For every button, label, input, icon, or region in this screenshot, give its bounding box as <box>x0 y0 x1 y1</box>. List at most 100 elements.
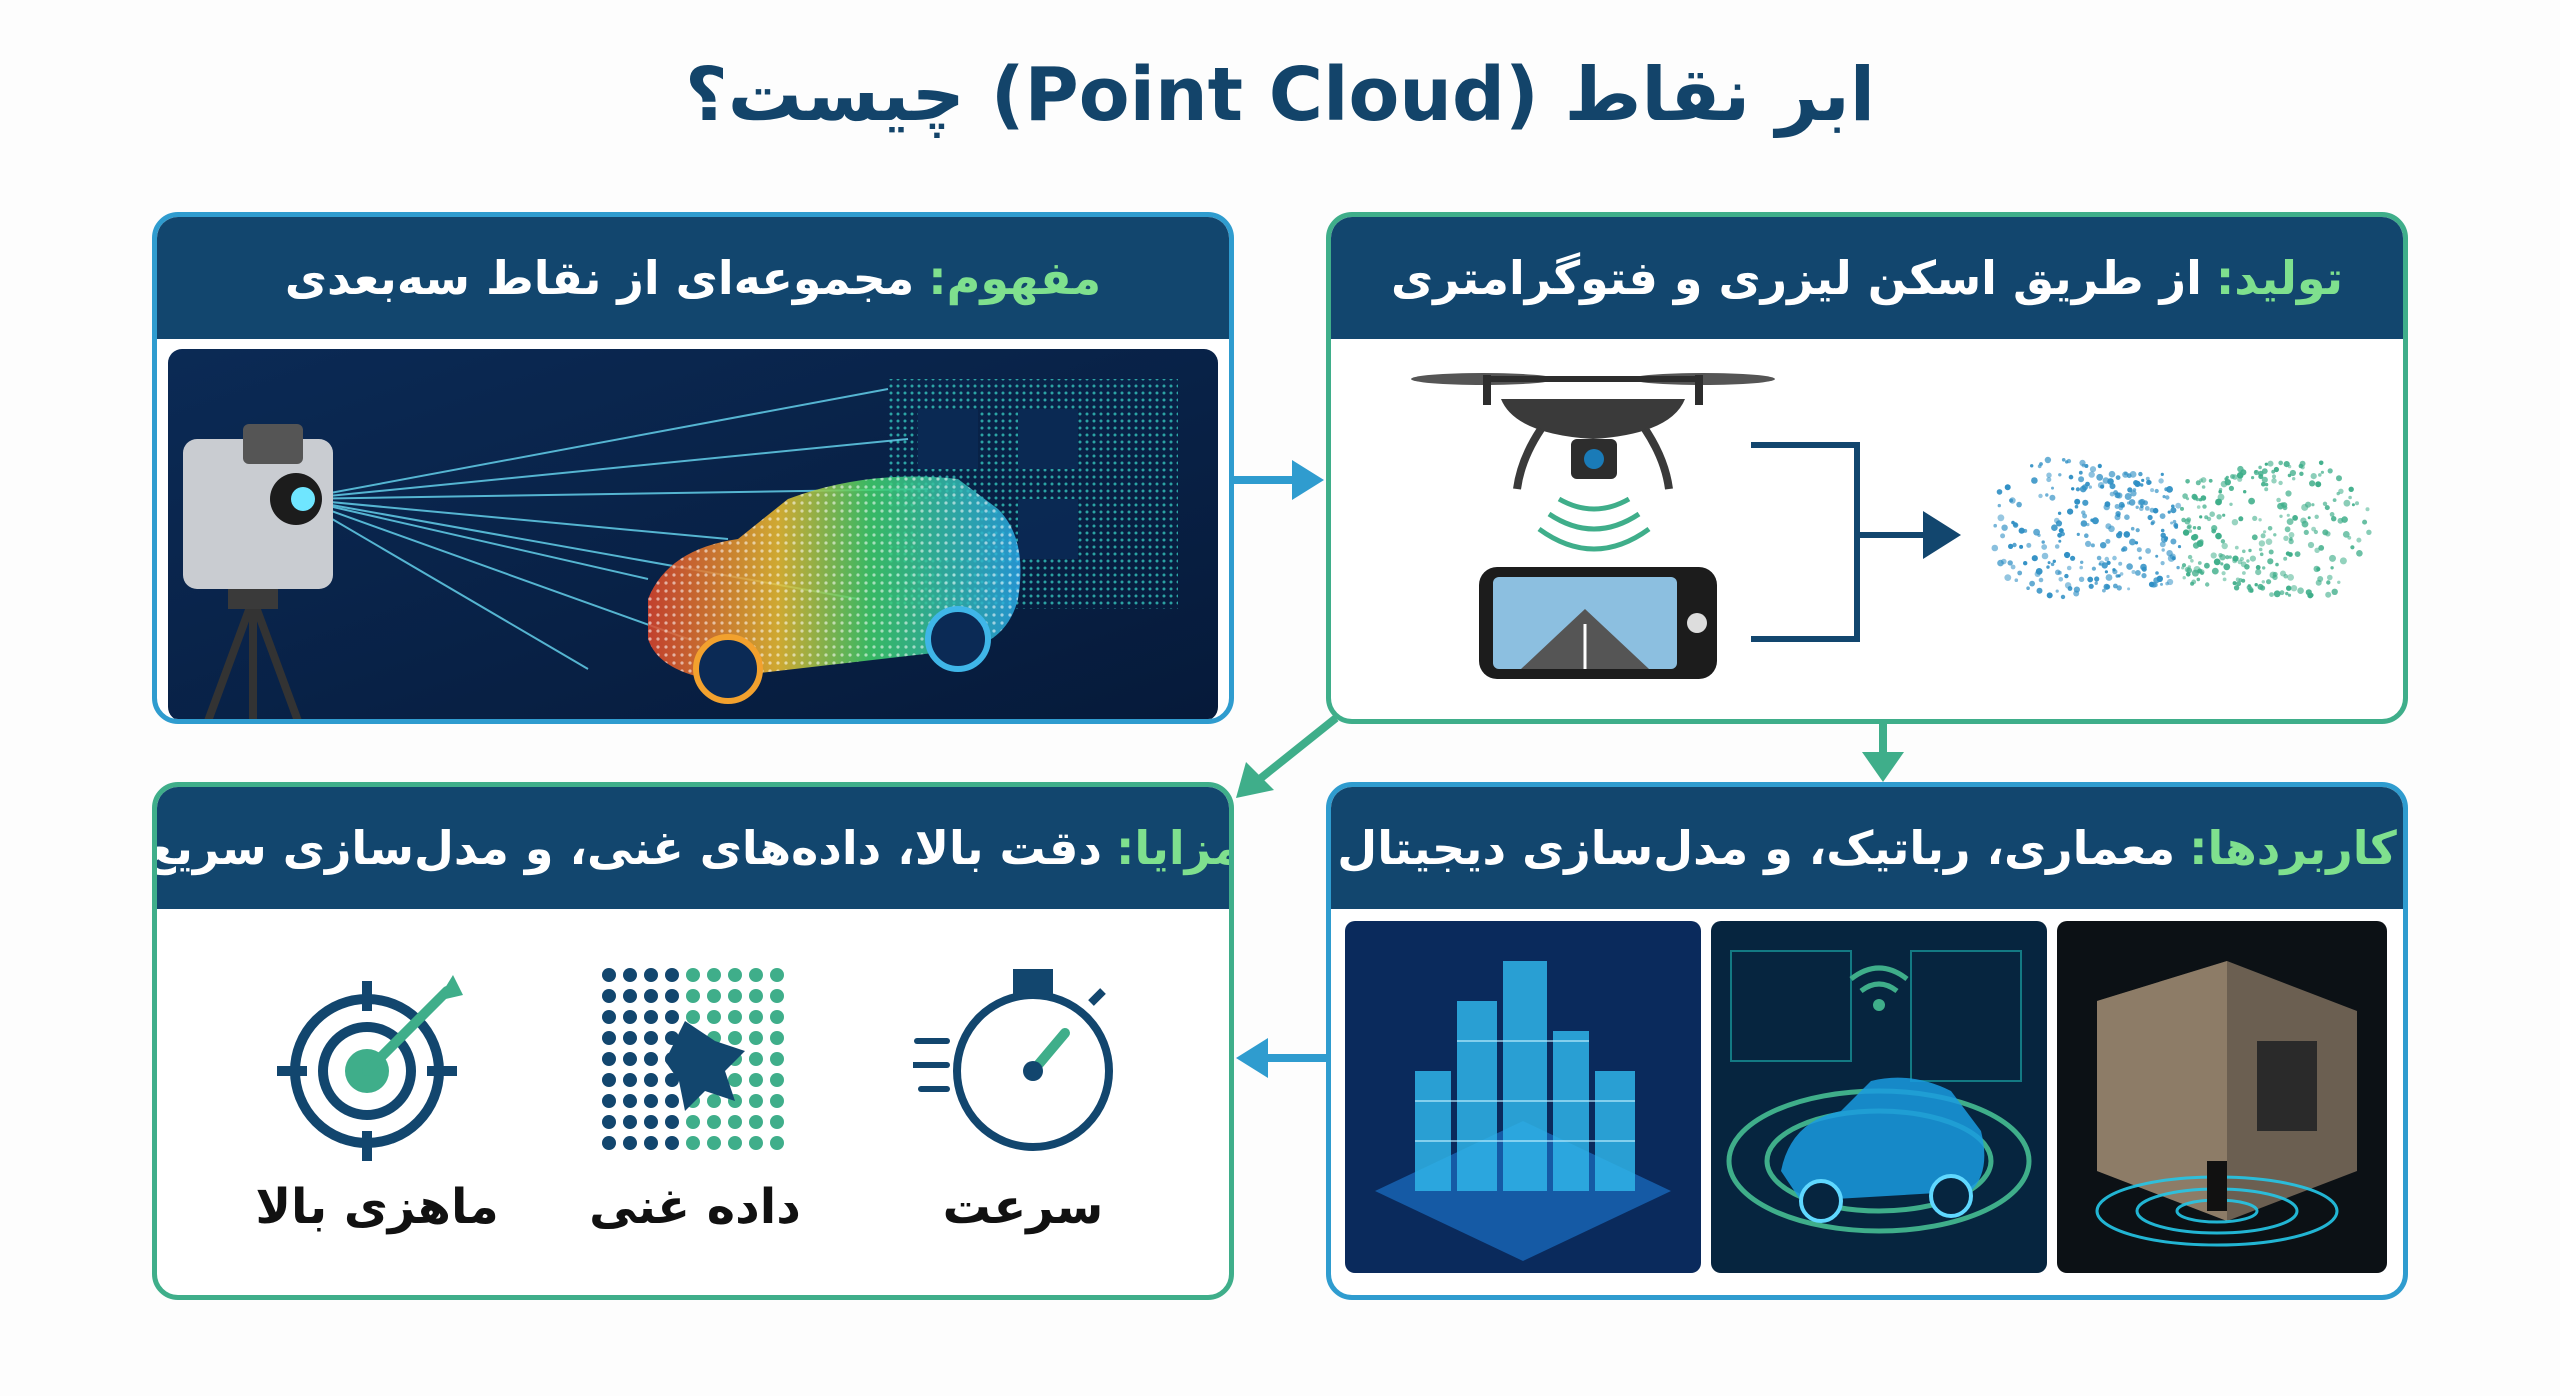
cloud-point <box>2221 542 2228 550</box>
cloud-point <box>2051 486 2054 490</box>
cloud-point <box>2209 511 2215 517</box>
cloud-point <box>2297 587 2304 594</box>
cloud-point <box>2248 548 2252 553</box>
cloud-point <box>2230 474 2235 479</box>
cloud-point <box>2187 554 2193 560</box>
data-dot <box>602 1052 616 1066</box>
cloud-point <box>2208 478 2213 483</box>
cloud-point <box>2105 523 2112 530</box>
cloud-point <box>2139 498 2146 506</box>
cloud-point <box>2267 558 2274 565</box>
data-dot <box>623 1052 637 1066</box>
cloud-point <box>2246 559 2250 563</box>
data-dot <box>623 989 637 1003</box>
cloud-point <box>2036 587 2043 594</box>
cloud-point <box>2300 517 2307 524</box>
merge-arrow <box>1751 442 1931 642</box>
data-dot <box>770 989 784 1003</box>
cloud-point <box>2046 592 2053 599</box>
cloud-point <box>2247 587 2254 593</box>
concept-text: مجموعه‌ای از نقاط سه‌بعدی <box>284 251 915 305</box>
cloud-point <box>2078 470 2083 475</box>
cloud-point <box>2091 566 2096 571</box>
cloud-point <box>2104 556 2110 562</box>
cloud-point <box>2041 540 2045 544</box>
cloud-point <box>2285 591 2289 596</box>
data-dot <box>728 989 742 1003</box>
cloud-point <box>2088 485 2092 489</box>
cloud-point <box>2080 560 2084 564</box>
cloud-point <box>2041 544 2048 550</box>
cloud-point <box>2060 594 2066 600</box>
cloud-point <box>2112 555 2117 561</box>
cloud-point <box>2279 590 2285 596</box>
cloud-point <box>2222 577 2227 582</box>
data-dot <box>644 1094 658 1108</box>
cloud-point <box>2228 485 2234 491</box>
cloud-point <box>2030 464 2034 468</box>
data-dot <box>707 1136 721 1150</box>
cloud-point <box>2286 518 2294 525</box>
data-dot <box>686 989 700 1003</box>
data-dot <box>728 1136 742 1150</box>
cloud-point <box>2287 574 2294 581</box>
benefit-speed-label: سرعت <box>942 1179 1104 1235</box>
cloud-point <box>2204 515 2209 520</box>
cloud-point <box>2351 503 2355 507</box>
cloud-point <box>2004 574 2012 581</box>
cloud-point <box>2120 547 2126 552</box>
cloud-point <box>2001 558 2007 565</box>
cloud-point <box>2286 513 2290 517</box>
cloud-point <box>2229 502 2233 506</box>
data-dot <box>623 1094 637 1108</box>
cloud-point <box>2318 545 2325 551</box>
cloud-point <box>2228 555 2232 559</box>
cloud-point <box>2052 559 2056 563</box>
cloud-point <box>2225 475 2229 479</box>
cloud-point <box>1996 489 2003 495</box>
cloud-point <box>2074 504 2079 509</box>
cloud-point <box>2192 542 2200 549</box>
cloud-point <box>2183 530 2187 534</box>
cloud-point <box>2118 505 2124 511</box>
cloud-point <box>2064 573 2069 579</box>
cloud-point <box>2220 562 2224 566</box>
cloud-point <box>2356 537 2362 543</box>
cloud-point <box>2064 582 2072 589</box>
cloud-point <box>2159 513 2166 519</box>
cloud-point <box>2129 538 2136 546</box>
cloud-point <box>2075 487 2080 492</box>
cloud-point <box>2220 539 2226 544</box>
production-header: تولید: از طریق اسکن لیزری و فتوگرامتری <box>1331 217 2403 339</box>
cloud-point <box>2117 574 2121 578</box>
cloud-point <box>2204 562 2210 569</box>
cloud-point <box>2167 510 2171 514</box>
cloud-point <box>2162 495 2166 499</box>
cloud-point <box>2285 551 2291 556</box>
cloud-point <box>2119 572 2124 576</box>
cloud-point <box>2038 577 2044 583</box>
cloud-point <box>2051 524 2058 531</box>
production-panel: تولید: از طریق اسکن لیزری و فتوگرامتری <box>1326 212 2408 724</box>
cloud-point <box>2097 482 2105 489</box>
cloud-point <box>2309 480 2316 487</box>
cloud-point <box>2315 481 2322 488</box>
cloud-point <box>2073 586 2080 593</box>
cloud-point <box>2276 497 2281 503</box>
cloud-point <box>2084 464 2089 468</box>
benefit-accuracy: ماهزی بالا <box>247 961 507 1235</box>
cloud-point <box>2067 508 2074 515</box>
cloud-point <box>2045 493 2049 497</box>
cloud-point <box>2365 507 2370 512</box>
cloud-point <box>2141 478 2145 482</box>
cloud-point <box>2356 550 2363 557</box>
cloud-point <box>2299 471 2304 476</box>
cloud-point <box>2167 578 2174 586</box>
cloud-point <box>2172 519 2177 524</box>
cloud-point <box>2150 488 2155 493</box>
cloud-point <box>2161 548 2165 552</box>
cloud-point <box>2170 507 2177 514</box>
cloud-point <box>2287 464 2292 469</box>
cloud-point <box>2087 576 2094 583</box>
cloud-point <box>2247 584 2251 588</box>
